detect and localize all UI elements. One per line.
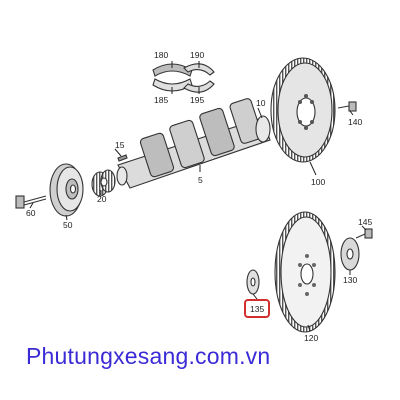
label-120: 120	[304, 333, 318, 343]
sprocket-20[interactable]	[91, 169, 116, 197]
thrust-washer-190-195[interactable]	[183, 63, 215, 93]
bolt-60[interactable]	[15, 195, 47, 209]
bolt-140[interactable]	[337, 101, 357, 112]
flex-plate-120[interactable]	[274, 211, 336, 333]
woodruff-key-15[interactable]	[117, 154, 128, 162]
crankshaft-5[interactable]	[116, 98, 271, 189]
label-20: 20	[97, 194, 107, 204]
label-60: 60	[26, 208, 36, 218]
label-145: 145	[358, 217, 372, 227]
label-100: 100	[311, 177, 325, 187]
label-195: 195	[190, 95, 204, 105]
bearing-shell-180-185[interactable]	[152, 63, 193, 92]
label-180: 180	[154, 50, 168, 60]
spacer-plate-135[interactable]	[246, 269, 260, 295]
reinforcement-plate-130[interactable]	[340, 237, 360, 271]
watermark: Phutungxesang.com.vn	[26, 343, 271, 369]
bolt-145[interactable]	[355, 228, 373, 239]
label-50: 50	[63, 220, 73, 230]
label-190: 190	[190, 50, 204, 60]
vibration-damper-50[interactable]	[49, 163, 84, 217]
label-140: 140	[348, 117, 362, 127]
flywheel-100[interactable]	[270, 57, 336, 163]
label-5: 5	[198, 175, 203, 185]
leader-lines	[29, 61, 367, 332]
label-15: 15	[115, 140, 125, 150]
label-185: 185	[154, 95, 168, 105]
highlight-135[interactable]: 135	[244, 299, 270, 318]
label-130: 130	[343, 275, 357, 285]
label-135: 135	[250, 304, 264, 314]
label-10: 10	[256, 98, 266, 108]
